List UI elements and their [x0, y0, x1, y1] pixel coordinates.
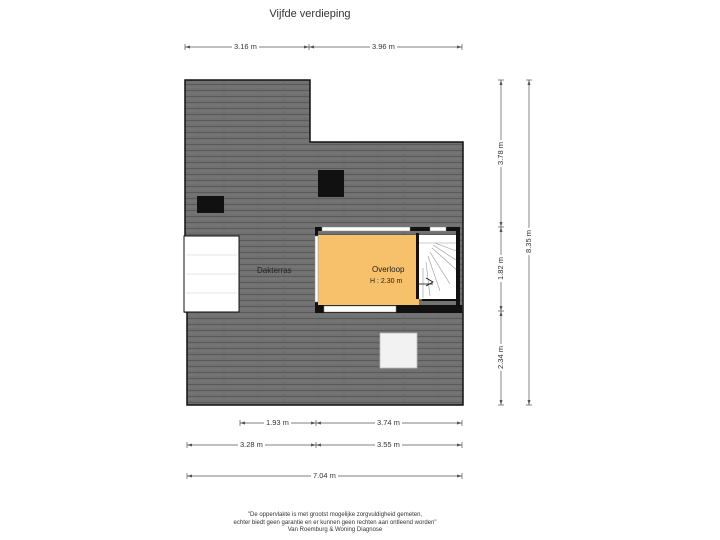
overloop-room [317, 235, 419, 309]
chimney-block [318, 170, 344, 197]
disclaimer-line-1: "De oppervlakte is met grootst mogelijke… [247, 512, 423, 518]
room-height-overloop: H : 2.30 m [370, 278, 403, 285]
stairs [419, 242, 460, 298]
disclaimer: "De oppervlakte is met grootst mogelijke… [0, 512, 670, 535]
dim-right-total: 8.35 m [523, 228, 533, 255]
dim-right-middle: 1.82 m [495, 255, 505, 282]
dim-bottom-row1-right: 3.74 m [375, 418, 402, 427]
dim-bottom-total: 7.04 m [311, 471, 338, 480]
dim-right-lower: 2.34 m [495, 344, 505, 371]
dim-bottom-row1-left: 1.93 m [264, 418, 291, 427]
skylight [379, 332, 418, 369]
disclaimer-line-2: echter biedt geen garantie en er kunnen … [233, 519, 437, 526]
room-label-overloop: Overloop [372, 265, 405, 274]
dim-top-left: 3.16 m [232, 42, 259, 51]
disclaimer-line-3: Van Roemburg & Woning Diagnose [287, 527, 383, 533]
vent-block [197, 196, 224, 213]
dim-right-upper: 3.78 m [495, 140, 505, 167]
room-label-dakterras: Dakterras [257, 266, 292, 275]
dim-bottom-row2-left: 3.28 m [238, 440, 265, 449]
dim-top-right: 3.96 m [370, 42, 397, 51]
plan-title: Vijfde verdieping [269, 8, 351, 20]
dim-bottom-row2-right: 3.55 m [375, 440, 402, 449]
